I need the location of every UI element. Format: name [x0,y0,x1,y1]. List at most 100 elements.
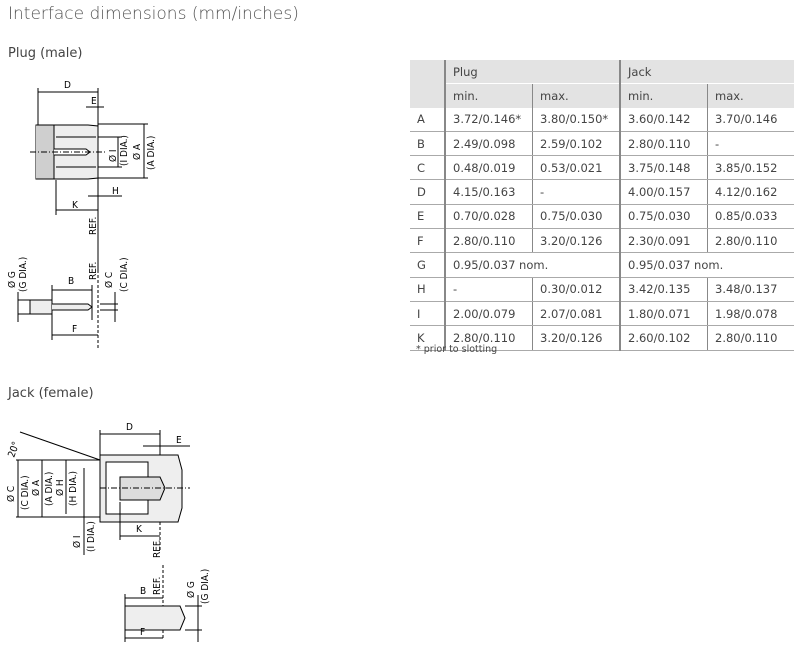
jack-label-E: E [176,435,182,446]
table-cell: 2.80/0.110 [444,325,533,351]
table-cell: 3.80/0.150* [532,107,620,132]
table-cell: 3.72/0.146* [444,107,533,132]
footnote: * prior to slotting [416,344,498,355]
jack-label-dia-A: Ø A [30,479,42,496]
plug-drawing: D E H K REF. Ø I (I DIA.) Ø A (A DIA.) Ø… [6,80,157,350]
table-cell: D [410,179,445,205]
jack-label-angle: 20° [6,440,22,459]
label-dia-A: Ø A [131,143,143,160]
table-cell: 3.85/0.152 [707,155,794,181]
label-ref: REF. [88,217,99,235]
jack-label-ref: REF. [152,540,163,558]
table-cell: 0.95/0.037 nom. [619,252,794,278]
table-cell: 2.59/0.102 [532,131,620,157]
label-dia-I: Ø I [107,149,119,162]
table-cell: 0.30/0.012 [532,277,620,302]
table-cell: 3.20/0.126 [532,228,620,254]
table-cell: 3.20/0.126 [532,325,620,351]
table-cell: 2.60/0.102 [619,325,708,351]
jack-label-dia-H: Ø H [54,479,66,496]
jack-label-I-dia: (I DIA.) [86,521,97,552]
label-G-dia: (G DIA.) [18,257,29,292]
table-cell: 1.98/0.078 [707,301,794,327]
table-cell: - [707,131,794,157]
table-cell: 4.12/0.162 [707,179,794,205]
table-cell: F [410,228,445,254]
table-cell: 3.60/0.142 [619,107,708,132]
group-jack: Jack [619,60,794,85]
sub-plug-min: min. [444,83,533,108]
jack-label-ref-2: REF. [152,577,163,595]
table-cell: 0.95/0.037 nom. [444,252,620,278]
jack-label-B: B [140,586,146,597]
jack-drawing: D E 20° Ø C (C DIA.) Ø A (A DIA.) Ø H (H… [5,422,211,642]
jack-label-H-dia: (H DIA.) [68,471,79,506]
table-cell: 1.80/0.071 [619,301,708,327]
table-cell: H [410,277,445,302]
table-cell: 3.75/0.148 [619,155,708,181]
table-cell: 4.15/0.163 [444,179,533,205]
table-cell: 4.00/0.157 [619,179,708,205]
jack-label-A-dia: (A DIA.) [44,472,55,506]
jack-heading: Jack (female) [8,386,94,401]
label-D: D [64,80,71,91]
jack-label-K: K [136,524,143,535]
table-cell: G [410,252,445,278]
jack-label-D: D [126,422,133,433]
group-plug: Plug [444,60,620,85]
jack-label-dia-G: Ø G [185,581,197,598]
table-cell: 2.00/0.079 [444,301,533,327]
table-cell: I [410,301,445,327]
jack-label-C-dia: (C DIA.) [20,475,31,510]
jack-label-dia-I: Ø I [71,535,83,548]
label-C-dia: (C DIA.) [119,257,130,292]
table-cell: A [410,107,445,132]
table-cell: 2.80/0.110 [707,228,794,254]
table-cell: E [410,204,445,230]
table-cell: 0.48/0.019 [444,155,533,181]
table-cell: 3.48/0.137 [707,277,794,302]
table-cell: 2.80/0.110 [444,228,533,254]
table-cell: 0.75/0.030 [532,204,620,230]
corner-cell [410,60,445,108]
label-ref-2: REF. [88,262,99,280]
sub-jack-min: min. [619,83,708,108]
jack-label-G-dia: (G DIA.) [200,569,211,604]
label-dia-C: Ø C [103,272,115,288]
label-H: H [112,186,119,197]
label-K: K [72,200,79,211]
jack-label-F: F [140,627,145,638]
table-cell: 2.80/0.110 [619,131,708,157]
table-cell: 2.80/0.110 [707,325,794,351]
label-B: B [68,276,74,287]
label-I-dia: (I DIA.) [119,135,130,166]
page-title: Interface dimensions (mm/inches) [8,4,299,24]
label-F: F [72,324,77,335]
label-E: E [91,96,97,107]
table-cell: 0.70/0.028 [444,204,533,230]
table-cell: 0.75/0.030 [619,204,708,230]
table-cell: 3.42/0.135 [619,277,708,302]
table-cell: 2.30/0.091 [619,228,708,254]
sub-jack-max: max. [707,83,794,108]
plug-heading: Plug (male) [8,46,83,61]
jack-label-dia-C: Ø C [5,486,17,502]
table-cell: 0.53/0.021 [532,155,620,181]
table-cell: - [444,277,533,302]
table-cell: 2.07/0.081 [532,301,620,327]
table-cell: 3.70/0.146 [707,107,794,132]
table-cell: K [410,325,445,351]
label-dia-G: Ø G [6,271,18,288]
table-cell: C [410,155,445,181]
table-cell: B [410,131,445,157]
